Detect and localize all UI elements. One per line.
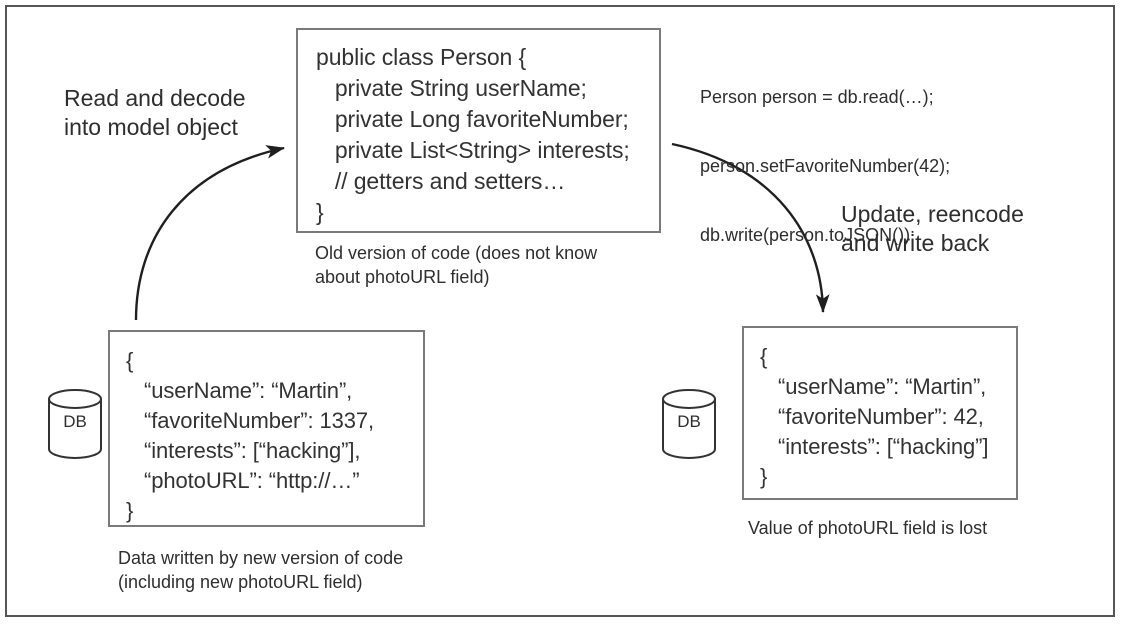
- snippet-line: Person person = db.read(…);: [700, 87, 934, 107]
- json-line: {: [760, 344, 768, 369]
- code-line: private List<String> interests;: [316, 137, 630, 163]
- json-line: }: [126, 498, 134, 523]
- new-data-caption: Data written by new version of code(incl…: [118, 548, 404, 592]
- db-label: DB: [63, 412, 87, 431]
- snippet-line: db.write(person.toJSON());: [700, 225, 916, 245]
- json-line: “userName”: “Martin”,: [760, 374, 987, 399]
- update-code-snippet: Person person = db.read(…); person.setFa…: [700, 40, 950, 293]
- json-line: {: [126, 348, 134, 373]
- json-line: “photoURL”: “http://…”: [126, 468, 360, 493]
- database-icon-right: DB: [661, 388, 717, 460]
- db-cylinder-icon: [48, 389, 102, 459]
- code-line: public class Person {: [316, 44, 527, 70]
- json-box-new-data: { “userName”: “Martin”, “favoriteNumber”…: [108, 330, 425, 527]
- photourl-lost-caption: Value of photoURL field is lost: [748, 518, 988, 538]
- db-label: DB: [677, 412, 701, 431]
- json-line: “interests”: [“hacking”]: [760, 434, 989, 459]
- outer-frame: [5, 5, 1115, 617]
- old-version-code-box: public class Person { private String use…: [296, 28, 661, 233]
- code-line: private Long favoriteNumber;: [316, 106, 629, 132]
- json-line: “favoriteNumber”: 1337,: [126, 408, 375, 433]
- code-line: }: [316, 199, 324, 225]
- snippet-line: person.setFavoriteNumber(42);: [700, 156, 951, 176]
- code-line: private String userName;: [316, 75, 587, 101]
- json-line: “interests”: [“hacking”],: [126, 438, 361, 463]
- json-line: }: [760, 464, 768, 489]
- json-line: “favoriteNumber”: 42,: [760, 404, 984, 429]
- database-icon-left: DB: [47, 388, 103, 460]
- json-line: “userName”: “Martin”,: [126, 378, 353, 403]
- json-box-written-back: { “userName”: “Martin”, “favoriteNumber”…: [742, 326, 1018, 500]
- db-cylinder-icon: [662, 389, 716, 459]
- code-line: // getters and setters…: [316, 168, 566, 194]
